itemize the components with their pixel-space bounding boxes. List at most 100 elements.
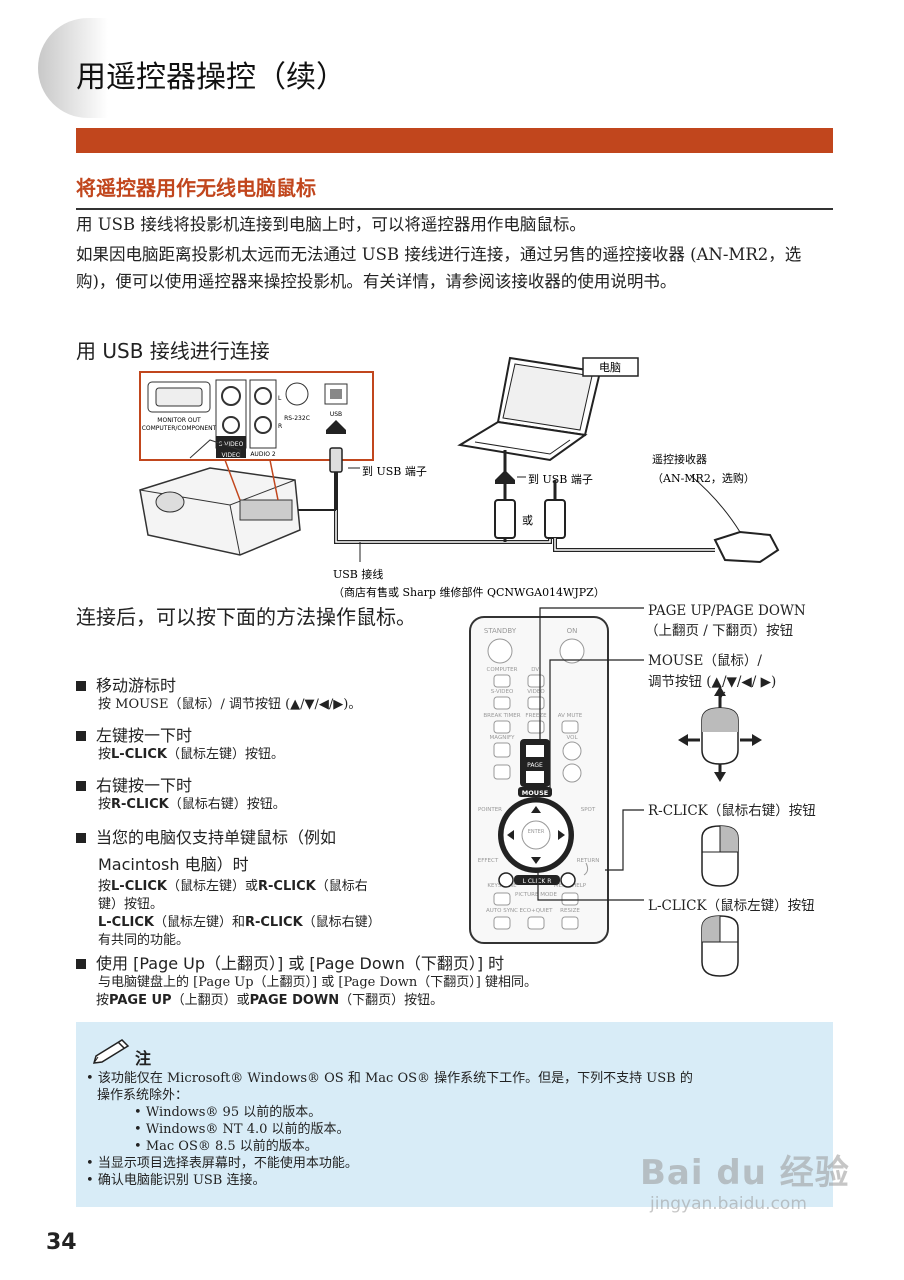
intro-paragraph-1: 用 USB 接线将投影机连接到电脑上时，可以将遥控器用作电脑鼠标。 — [76, 215, 586, 234]
bullet-text: 按 — [98, 797, 112, 812]
watermark-brand: Bai du 经验 — [640, 1153, 850, 1193]
bullet-dot-icon: • — [86, 1173, 98, 1188]
panel-label-usb: USB — [330, 411, 342, 418]
bullet-title: 左键按一下时 — [96, 726, 193, 745]
bullet-text: （鼠标左键）按钮。 — [166, 747, 284, 762]
intro-paragraph-2: 如果因电脑距离投影机太远而无法通过 USB 接线进行连接，通过另售的遥控接收器 … — [76, 245, 802, 291]
remote-label-lr-click: L CLICK R — [523, 878, 552, 885]
watermark-url: jingyan.baidu.com — [650, 1194, 807, 1214]
key-name: L-CLICK — [98, 915, 154, 930]
remote-label-computer: COMPUTER — [487, 667, 518, 673]
callout-page-updown-1: PAGE UP/PAGE DOWN — [648, 603, 806, 619]
bullet-page-up-down: 使用 [Page Up（上翻页）] 或 [Page Down（下翻页）] 时 与… — [76, 950, 716, 1010]
receiver-label-2: （AN-MR2，选购） — [652, 471, 755, 485]
note-text: 该功能仅在 Microsoft® Windows® OS 和 Mac OS® 操… — [97, 1071, 693, 1086]
bullet-title: 右键按一下时 — [96, 776, 193, 795]
remote-label-picture-mode: PICTURE MODE — [515, 892, 558, 898]
bullet-dot-icon: • — [86, 1071, 98, 1086]
bullet-dot-icon: • — [134, 1139, 146, 1154]
remote-label-spot: SPOT — [581, 807, 596, 813]
bullet-single-button-mouse: 当您的电脑仅支持单键鼠标（例如 Macintosh 电脑）时 按L-CLICK（… — [76, 824, 456, 950]
or-label: 或 — [522, 514, 533, 527]
usb-cable-label-1: USB 接线 — [333, 567, 383, 581]
panel-label-monitor-out: MONITOR OUT — [157, 417, 201, 424]
section-rule — [76, 208, 833, 210]
remote-label-av-mute: AV MUTE — [558, 713, 583, 719]
bullet-square-icon — [76, 781, 86, 791]
remote-label-break-timer: BREAK TIMER — [483, 713, 520, 719]
usb-connection-heading: 用 USB 接线进行连接 — [76, 339, 270, 363]
section-title: 将遥控器用作无线电脑鼠标 — [76, 176, 316, 200]
remote-label-video: VIDEO — [527, 689, 545, 695]
connection-diagram: MONITOR OUT COMPUTER/COMPONENT S-VIDEO V… — [139, 356, 780, 599]
lr-click-bar — [514, 875, 560, 885]
callout-page-updown-2: （上翻页 / 下翻页）按钮 — [645, 623, 794, 639]
note-text: Mac OS® 8.5 以前的版本。 — [145, 1139, 318, 1154]
remote-label-resize: RESIZE — [560, 908, 580, 914]
bullet-dot-icon: • — [134, 1105, 146, 1120]
note-text: 操作系统除外： — [97, 1088, 189, 1103]
bullet-left-click: 左键按一下时 按L-CLICK（鼠标左键）按钮。 — [76, 722, 284, 764]
remote-label-on: ON — [567, 627, 578, 635]
bullet-title: 使用 [Page Up（上翻页）] 或 [Page Down（下翻页）] 时 — [96, 954, 505, 973]
standby-button — [487, 638, 513, 664]
to-usb-terminal-label-2: 到 USB 端子 — [528, 473, 593, 486]
page-title: 用遥控器操控（续） — [76, 60, 346, 95]
note-item: • 确认电脑能识别 USB 连接。 — [86, 1172, 826, 1189]
note-text: Windows® 95 以前的版本。 — [145, 1105, 322, 1120]
laptop-icon — [457, 356, 602, 462]
terminal-panel-frame — [139, 371, 374, 461]
note-text: 确认电脑能识别 USB 连接。 — [97, 1173, 266, 1188]
after-connection-heading: 连接后，可以按下面的方法操作鼠标。 — [76, 605, 416, 629]
note-subitem: • Mac OS® 8.5 以前的版本。 — [134, 1138, 826, 1155]
bullet-title-cont: Macintosh 电脑）时 — [98, 855, 249, 874]
bullet-dot-icon: • — [86, 1156, 98, 1171]
callout-l-click: L-CLICK（鼠标左键）按钮 — [648, 898, 815, 914]
note-title: 注 — [135, 1049, 152, 1068]
key-name: R-CLICK — [258, 879, 316, 894]
remote-label-pointer: POINTER — [478, 807, 502, 813]
remote-label-magnify: MAGNIFY — [490, 735, 516, 741]
remote-label-effect: EFFECT — [478, 858, 499, 864]
key-name: PAGE DOWN — [249, 993, 340, 1008]
bullet-title: 移动游标时 — [96, 676, 177, 695]
panel-label-rs232c: RS-232C — [284, 415, 310, 422]
key-name: R-CLICK — [244, 915, 303, 930]
bullet-text: （鼠标右键） — [302, 915, 381, 930]
receiver-icon — [713, 530, 780, 564]
bullet-text: （鼠标左键）和 — [153, 915, 245, 930]
remote-label-s-video: S-VIDEO — [491, 689, 514, 695]
bullet-text: 有共同的功能。 — [98, 933, 190, 948]
note-subitem: • Windows® NT 4.0 以前的版本。 — [134, 1121, 826, 1138]
bullet-move-cursor: 移动游标时 按 MOUSE（鼠标）/ 调节按钮 (▲/▼/◀/▶)。 — [76, 672, 361, 714]
usb-cable-label-2: （商店有售或 Sharp 维修部件 QCNWGA014WJPZ） — [333, 585, 605, 599]
remote-label-auto-sync: AUTO SYNC — [486, 908, 518, 914]
note-list: • 该功能仅在 Microsoft® Windows® OS 和 Mac OS®… — [86, 1070, 826, 1189]
note-text: 当显示项目选择表屏幕时，不能使用本功能。 — [97, 1156, 358, 1171]
panel-label-r: R — [278, 423, 282, 430]
bullet-text: 键）按钮。 — [98, 897, 164, 912]
remote-label-freeze: FREEZE — [525, 713, 547, 719]
bullet-text: 按 — [96, 993, 110, 1008]
bullet-square-icon — [76, 731, 86, 741]
bullet-text: （下翻页）按钮。 — [339, 993, 444, 1008]
callout-lines — [537, 607, 762, 977]
mouse-left-click-icon — [701, 915, 739, 977]
note-box — [76, 1022, 833, 1207]
receiver-label-1: 遥控接收器 — [652, 452, 707, 466]
pencil-icon — [92, 1039, 130, 1064]
remote-label-return: RETURN — [577, 858, 600, 864]
key-name: L-CLICK — [111, 747, 167, 762]
note-subitem: • Windows® 95 以前的版本。 — [134, 1104, 826, 1121]
page-number: 34 — [46, 1230, 77, 1255]
bullet-text: 与电脑键盘上的 [Page Up（上翻页）] 或 [Page Down（下翻页）… — [98, 975, 537, 990]
usb-cable — [334, 450, 552, 544]
remote-label-eco-quiet: ECO+QUIET — [519, 908, 553, 914]
baidu-watermark: Bai du 经验 jingyan.baidu.com — [640, 1145, 860, 1235]
key-name: L-CLICK — [111, 879, 167, 894]
bullet-body: 按 MOUSE（鼠标）/ 调节按钮 (▲/▼/◀/▶)。 — [98, 697, 362, 712]
panel-label-computer-component: COMPUTER/COMPONENT — [142, 425, 217, 432]
bullet-text: 按 — [98, 747, 112, 762]
bullet-text: （鼠标右键）按钮。 — [168, 797, 286, 812]
key-name: PAGE UP — [109, 993, 172, 1008]
